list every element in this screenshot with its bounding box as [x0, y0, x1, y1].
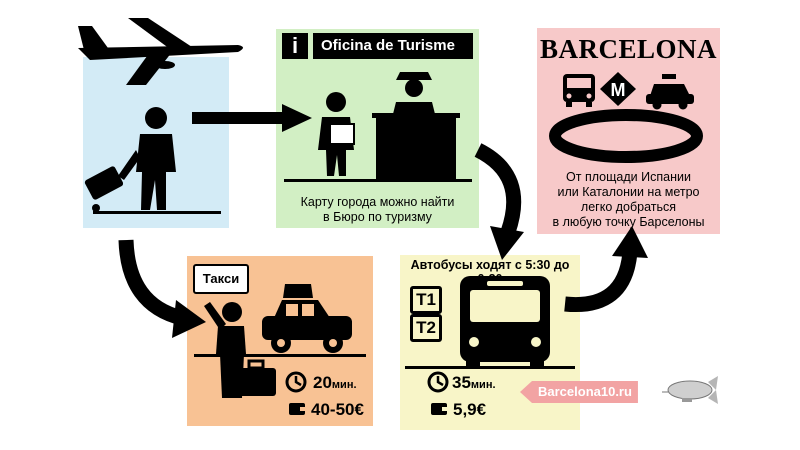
info-icon: i — [282, 33, 308, 59]
tourist-office-header: i Oficina de Turisme — [276, 29, 479, 63]
small-taxi-icon — [646, 74, 694, 110]
airplane-icon — [78, 18, 243, 85]
suitcase-icon — [236, 359, 276, 396]
city-caption-line3: легко добраться — [580, 200, 677, 214]
tourist-office-caption: Карту города можно найти в Бюро по туриз… — [276, 195, 479, 225]
arrow-arrival-to-taxi — [118, 239, 185, 326]
visitor-with-map-icon — [318, 92, 355, 176]
arrow-bus-to-city — [564, 251, 638, 313]
small-bus-icon — [563, 74, 595, 107]
arrow-bus-to-city-head — [612, 226, 648, 258]
bus-clock-icon — [427, 371, 449, 393]
city-title: BARCELONA — [539, 34, 718, 64]
traveler-with-suitcase-icon — [84, 107, 176, 212]
arrival-ground-line — [93, 211, 221, 214]
tourist-office-caption-line1: Карту города можно найти — [300, 195, 455, 209]
city-caption-line1: От площади Испании — [566, 170, 691, 184]
route-t2-badge: T2 — [410, 314, 442, 342]
taxi-ground-line — [194, 354, 366, 357]
arrow-office-to-bus-head — [490, 226, 524, 260]
info-ground-line — [284, 179, 472, 182]
metro-icon: M — [600, 72, 636, 106]
taxi-time: 20мин. — [313, 373, 357, 392]
taxi-price: 40-50€ — [311, 400, 364, 419]
taxi-car-icon — [262, 284, 352, 353]
tourist-office-clerk-icon — [372, 72, 460, 179]
taxi-wallet-icon — [289, 403, 306, 415]
bus-time: 35мин. — [452, 373, 496, 392]
metro-letter: M — [611, 80, 626, 100]
person-hailing-taxi-icon — [204, 302, 246, 398]
bus-price: 5,9€ — [453, 400, 487, 419]
city-caption: От площади Испании или Каталонии на метр… — [537, 170, 720, 230]
arrow-arrival-to-office — [192, 104, 312, 132]
plaza-ring-icon — [549, 109, 703, 163]
bus-wallet-icon — [431, 403, 448, 415]
bus-ground-line — [405, 366, 575, 369]
taxi-speech-bubble: Такси — [193, 264, 249, 294]
arrow-arrival-to-taxi-head — [172, 300, 206, 338]
taxi-clock-icon — [285, 371, 307, 393]
tourist-office-caption-line2: в Бюро по туризму — [323, 210, 432, 224]
site-tag[interactable]: Barcelona10.ru — [520, 381, 638, 403]
airship-icon — [662, 376, 718, 404]
arrow-office-to-bus — [474, 143, 522, 235]
tourist-office-title: Oficina de Turisme — [313, 33, 473, 59]
bus-front-icon — [460, 276, 550, 368]
city-caption-line4: в любую точку Барселоны — [552, 215, 705, 229]
route-t1-badge: T1 — [410, 286, 442, 314]
city-caption-line2: или Каталонии на метро — [557, 185, 700, 199]
